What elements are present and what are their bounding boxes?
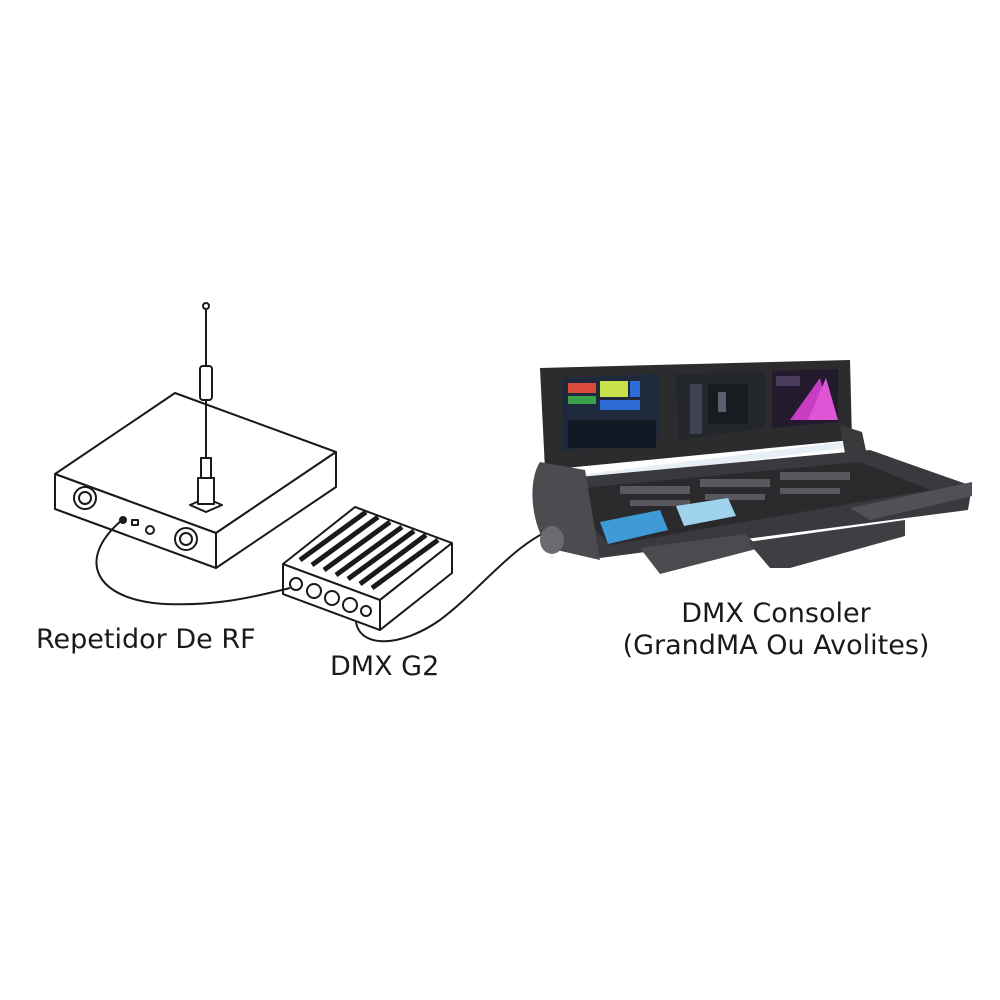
rf-repeater-icon <box>54 302 337 569</box>
dmx-console-label: DMX Consoler (GrandMA Ou Avolites) <box>606 598 946 662</box>
dmx-g2-label: DMX G2 <box>330 651 440 682</box>
dmx-console-label-line1: DMX Consoler <box>681 598 871 629</box>
cable-g2-to-console <box>355 529 551 643</box>
rf-repeater-label: Repetidor De RF <box>36 624 256 655</box>
dmx-interface-icon <box>282 506 453 631</box>
lighting-console-icon <box>532 360 972 574</box>
cable-rf-to-g2 <box>95 519 291 606</box>
dmx-console-label-line2: (GrandMA Ou Avolites) <box>622 630 930 661</box>
